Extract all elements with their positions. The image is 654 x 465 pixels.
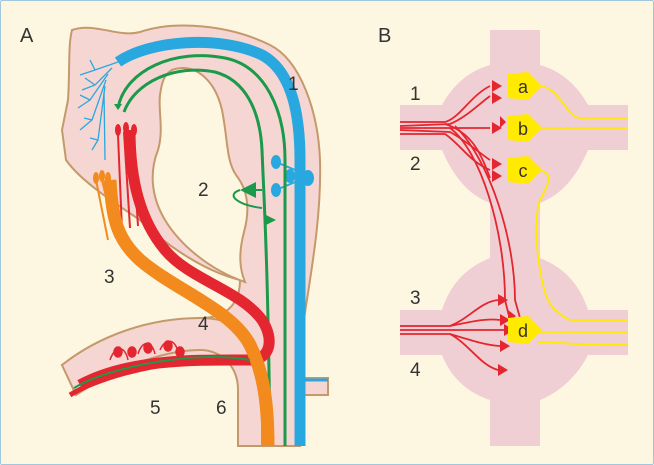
label-a-1: 1 — [288, 74, 299, 95]
label-a-2: 2 — [198, 180, 209, 201]
node-b-label: b — [518, 119, 528, 139]
node-c-label: c — [519, 161, 528, 181]
orange-endings — [93, 170, 111, 184]
label-b-1: 1 — [410, 84, 421, 105]
label-b-4: 4 — [410, 360, 421, 381]
label-a-3: 3 — [104, 267, 115, 288]
label-a-6: 6 — [216, 398, 227, 419]
label-a-4: 4 — [198, 314, 209, 335]
panel-a: A 1 2 3 4 5 6 — [20, 25, 328, 446]
red-endings — [115, 122, 137, 136]
label-a-5: 5 — [150, 398, 161, 419]
label-b-2: 2 — [410, 154, 421, 175]
panel-b-label: B — [378, 25, 391, 47]
panel-b: a b c d B 1 2 3 4 — [378, 25, 628, 446]
panel-a-label: A — [20, 25, 34, 47]
node-a-label: a — [518, 77, 529, 97]
node-d-label: d — [518, 321, 528, 341]
label-b-3: 3 — [410, 288, 421, 309]
